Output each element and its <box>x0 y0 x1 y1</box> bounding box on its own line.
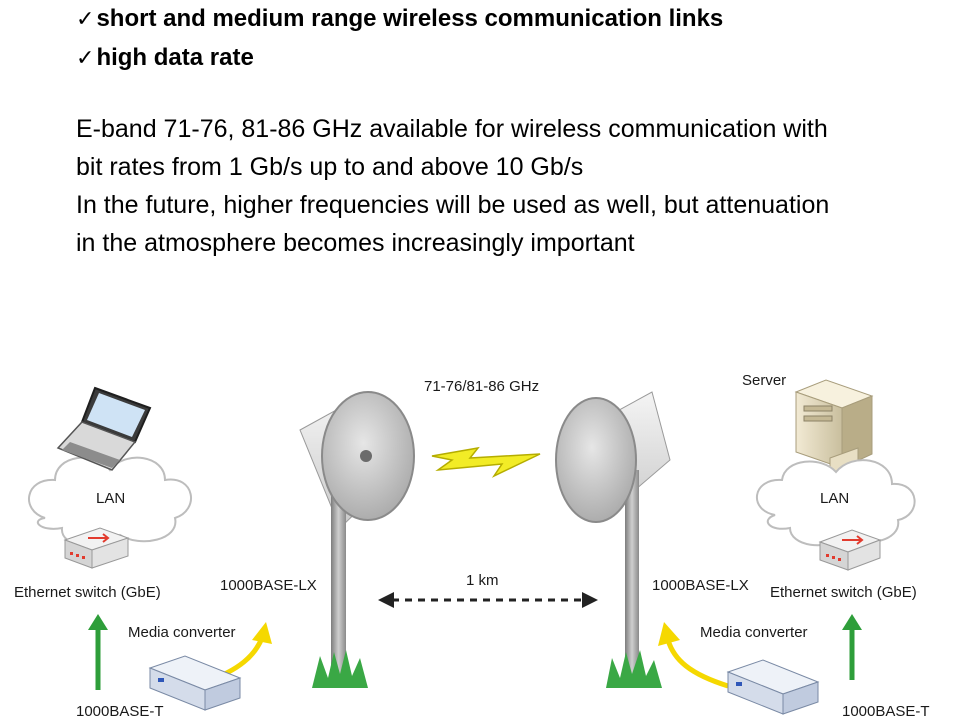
arrow-yellow-right <box>658 622 729 689</box>
checkmark-icon: ✓ <box>76 46 95 71</box>
paragraph-line: in the atmosphere becomes increasingly i… <box>76 229 635 257</box>
media-converter-left <box>148 655 242 711</box>
paragraph-line: bit rates from 1 Gb/s up to and above 10… <box>76 153 584 181</box>
paragraph-line: In the future, higher frequencies will b… <box>76 191 830 219</box>
bullet-item: ✓high data rate <box>76 39 723 78</box>
converter-label-left: Media converter <box>128 624 236 641</box>
media-converter-right <box>726 659 820 715</box>
t-label-right: 1000BASE-T <box>842 703 930 720</box>
bullet-text: high data rate <box>96 44 254 71</box>
ethernet-switch-right <box>818 529 882 571</box>
lan-cloud-right: LAN <box>756 459 916 547</box>
body-text: E-band 71-76, 81-86 GHz available for wi… <box>76 110 960 262</box>
distance-label: 1 km <box>466 572 499 589</box>
switch-label-right: Ethernet switch (GbE) <box>770 584 917 601</box>
bullet-item: ✓short and medium range wireless communi… <box>76 0 723 39</box>
converter-label-right: Media converter <box>700 624 808 641</box>
distance-arrow <box>378 592 598 608</box>
bullet-list: ✓short and medium range wireless communi… <box>76 0 723 78</box>
lx-label-left: 1000BASE-LX <box>220 577 317 594</box>
lightning-icon <box>431 446 541 478</box>
laptop-icon <box>56 386 152 471</box>
frequency-label: 71-76/81-86 GHz <box>424 378 539 395</box>
paragraph-line: E-band 71-76, 81-86 GHz available for wi… <box>76 115 828 143</box>
lx-label-right: 1000BASE-LX <box>652 577 749 594</box>
checkmark-icon: ✓ <box>76 7 95 32</box>
t-label-left: 1000BASE-T <box>76 703 164 720</box>
network-diagram: LAN Ethernet switch (GbE) Media converte… <box>14 372 930 720</box>
lan-label-left: LAN <box>96 490 125 507</box>
arrow-green-left <box>88 614 108 690</box>
antenna-right <box>555 391 671 688</box>
ethernet-switch-left <box>63 527 130 569</box>
antenna-left <box>299 391 415 688</box>
arrow-green-right <box>842 614 862 680</box>
lan-label-right: LAN <box>820 490 849 507</box>
switch-label-left: Ethernet switch (GbE) <box>14 584 161 601</box>
server-label: Server <box>742 372 786 389</box>
bullet-text: short and medium range wireless communic… <box>96 5 724 32</box>
